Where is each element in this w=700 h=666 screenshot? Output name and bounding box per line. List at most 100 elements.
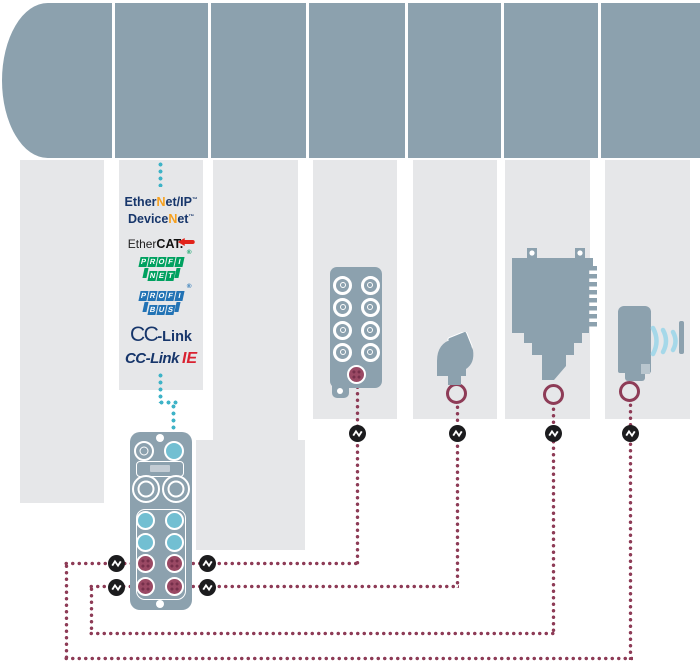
- sensing-target-bar: [679, 321, 684, 354]
- iolink-cable-line: [454, 404, 460, 588]
- mounting-hole: [337, 388, 343, 394]
- sensor-elbow-body: [437, 335, 474, 376]
- logo-stub-block: [173, 302, 181, 312]
- master-network-port: [164, 441, 184, 461]
- proximity-sensor-base: [625, 372, 645, 381]
- unit-connector: [542, 355, 566, 380]
- valve-power-unit: [512, 248, 597, 380]
- column-7: [605, 160, 690, 419]
- angle-head-sensor: [437, 332, 474, 385]
- column-3-lower: [196, 440, 305, 550]
- master-port-teal: [136, 511, 156, 531]
- iolink-badge-icon: [199, 578, 216, 596]
- master-port-iolink: [164, 577, 184, 597]
- iolink-badge-icon: [621, 424, 639, 442]
- hub-port: [360, 320, 380, 340]
- fieldbus-dotted-line: [158, 161, 163, 187]
- valve-body: [512, 248, 597, 380]
- ear-hole: [577, 250, 583, 256]
- logo-text: -Link: [157, 329, 192, 345]
- proximity-sensor-connector-ring: [619, 380, 640, 402]
- mounting-hole: [156, 600, 164, 608]
- hub-port: [360, 275, 380, 295]
- valve-unit-connector-ring: [542, 383, 564, 405]
- logo-text: Ether: [127, 237, 157, 251]
- iolink-badge-icon: [544, 424, 562, 442]
- master-port-teal: [136, 532, 156, 552]
- machine-segment-divider: [405, 3, 408, 158]
- logo-text-accent: N: [168, 212, 178, 226]
- fieldbus-dotted-line: [158, 372, 163, 403]
- master-port-teal: [164, 511, 184, 531]
- iolink-cable-line: [627, 402, 633, 660]
- hub-port: [333, 275, 353, 295]
- iolink-cable-line: [190, 560, 359, 566]
- master-display: [136, 460, 184, 477]
- machine-beam: [2, 3, 700, 158]
- sensing-waves-icon: [650, 325, 678, 357]
- machine-segment-divider: [306, 3, 309, 158]
- ethercat-arrow-icon: [177, 238, 195, 246]
- sensor-stem: [448, 374, 461, 385]
- sensor-hub-junction-box: [330, 267, 382, 398]
- ear-hole: [529, 250, 535, 256]
- trademark-mark: ™: [191, 196, 198, 203]
- proximity-sensor-chip: [641, 364, 650, 374]
- iolink-cable-line: [63, 563, 69, 658]
- logo-text: Device: [128, 212, 169, 226]
- iolink-badge-icon: [199, 554, 216, 572]
- iolink-cable-line: [190, 583, 459, 589]
- logo-text: CC: [130, 323, 159, 346]
- machine-segment-divider: [598, 3, 601, 158]
- master-port-teal: [164, 532, 184, 552]
- hub-port: [360, 297, 380, 317]
- unit-step: [532, 343, 574, 355]
- master-port-iolink: [136, 577, 156, 597]
- hub-port: [333, 297, 353, 317]
- hub-port: [360, 342, 380, 362]
- fieldbus-dotted-line: [171, 403, 176, 437]
- iolink-badge-icon: [107, 578, 125, 596]
- machine-segment-divider: [501, 3, 504, 158]
- iolink-cable-line: [88, 630, 556, 636]
- master-display-screen: [150, 464, 170, 472]
- logo-devicenet: DeviceNet™: [128, 212, 194, 226]
- master-power-port: [132, 475, 160, 503]
- hub-iolink-port: [347, 364, 366, 384]
- master-port-iolink: [164, 553, 184, 573]
- logo-text: CC-Link: [124, 350, 180, 367]
- iolink-cable-line: [88, 586, 94, 633]
- logo-ethercat: EtherCAT.: [128, 235, 195, 253]
- iolink-master-module: [130, 432, 192, 610]
- logo-stub-block: [173, 268, 181, 278]
- proximity-sensor-body: [618, 306, 651, 373]
- hub-port: [333, 320, 353, 340]
- column-1: [20, 160, 104, 503]
- machine-segment-divider: [112, 3, 115, 158]
- iolink-cable-line: [354, 384, 360, 565]
- iolink-cable-line: [63, 655, 633, 661]
- hub-port: [333, 342, 353, 362]
- hub-mounting-tab: [332, 384, 349, 398]
- iolink-badge-icon: [448, 424, 466, 442]
- iolink-cable-line: [63, 560, 132, 566]
- unit-step: [524, 333, 582, 343]
- mounting-hole: [156, 434, 164, 442]
- iolink-badge-icon: [348, 424, 366, 442]
- logo-text-accent: N: [156, 195, 166, 209]
- master-port-panel: [135, 509, 186, 600]
- logo-cclink: CC-Link: [130, 323, 192, 347]
- logo-text: et/IP: [165, 195, 192, 209]
- master-power-port: [162, 475, 190, 503]
- master-aux-port: [134, 441, 154, 461]
- logo-text: CAT.: [156, 237, 184, 251]
